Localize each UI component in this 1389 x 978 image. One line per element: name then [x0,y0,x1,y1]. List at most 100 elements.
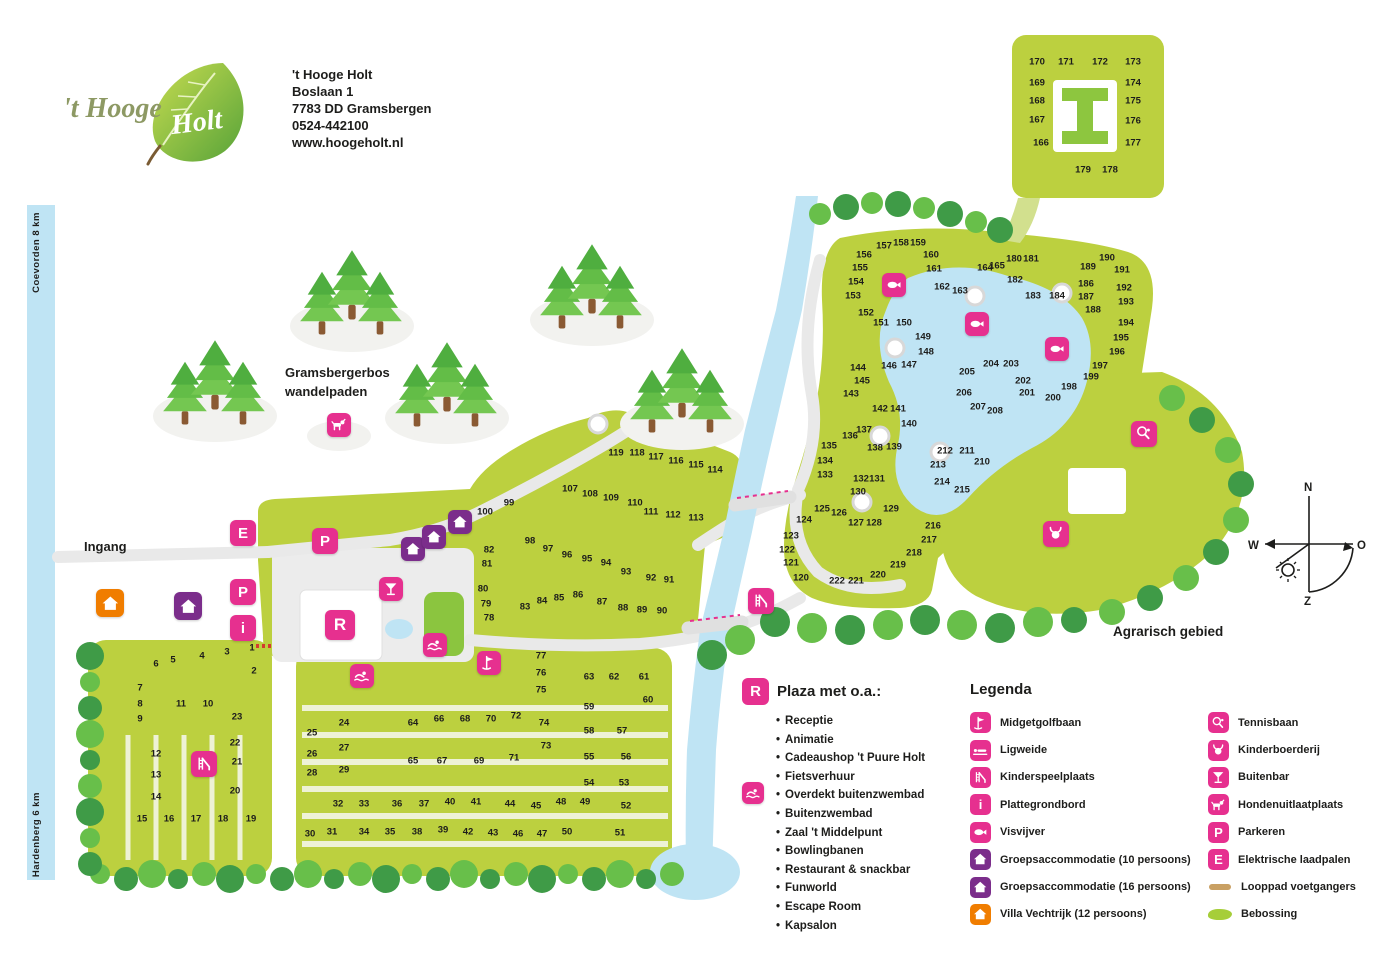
forest-label-line2: wandelpaden [285,384,368,399]
plot-number: 45 [530,800,542,812]
plot-number: 71 [508,752,520,764]
plot-number: 212 [937,445,953,457]
plot-number: 113 [688,512,704,524]
bullet: • [776,919,781,932]
plot-number: 66 [433,713,445,725]
plot-number: 54 [583,777,595,789]
group-accommodation-icon [174,592,202,620]
compass-rose [1265,496,1354,593]
bullet: • [776,715,781,727]
plot-number: 88 [617,602,629,614]
midgetgolf-icon [477,651,501,675]
plot-number: 220 [870,569,886,581]
villa-vechtrijk-icon [96,589,124,617]
ev-charging-icon: E [1208,849,1229,871]
plot-number: 60 [642,694,654,706]
plot-number: 175 [1125,95,1141,107]
plot-number: 94 [600,557,612,569]
plot-number: 73 [540,740,552,752]
plot-number: 189 [1080,261,1096,273]
plot-number: 10 [202,698,214,710]
plot-number: 62 [608,671,620,683]
plot-number: 18 [217,813,229,825]
plot-number: 150 [896,317,912,329]
map-board-icon: i [230,615,256,641]
forest-label: Gramsbergerbos wandelpaden [285,363,390,401]
legend-row: Groepsaccommodatie (10 persoons) [970,846,1205,873]
plot-number: 176 [1125,115,1141,127]
plaza-list: •Receptie•Animatie•Cadeaushop 't Puure H… [742,712,977,935]
address-line: 0524-442100 [292,118,369,133]
logo-leaf [146,63,244,166]
outdoor-bar-icon [379,577,403,601]
plot-number: 59 [583,701,595,713]
plaza-item-label: Restaurant & snackbar [785,863,911,876]
plot-number: 171 [1058,56,1074,68]
plaza-item-label: Animatie [785,733,834,746]
plot-number: 114 [707,464,723,476]
plot-number: 196 [1109,346,1125,358]
plot-number: 92 [645,572,657,584]
plot-number: 204 [983,358,999,370]
plot-number: 4 [199,650,205,662]
plot-number: 12 [150,748,162,760]
plaza-item: •Escape Room [776,898,977,917]
plot-number: 68 [459,713,471,725]
compass-o: O [1357,540,1366,552]
legend-label: Ligweide [1000,744,1048,757]
park-logo: 't Hooge Holt [55,55,270,170]
plot-number: 70 [485,713,497,725]
plot-number: 107 [562,483,578,495]
plot-number: 218 [906,547,922,559]
bullet: • [776,807,781,820]
plaza-panel: R Plaza met o.a.: •Receptie•Animatie•Cad… [742,678,977,935]
plot-number: 161 [926,263,942,275]
plot-number: 169 [1029,77,1045,89]
villa-vechtrijk-icon [970,903,991,925]
plot-number: 52 [620,800,632,812]
plot-number: 50 [561,826,573,838]
bullet: • [776,845,781,858]
plot-number: 216 [925,520,941,532]
indoor-pool-icon [742,782,764,804]
plot-number: 61 [638,671,650,683]
plot-number: 17 [190,813,202,825]
plot-number: 91 [663,574,675,586]
plot-number: 34 [358,826,370,838]
plaza-item: •Restaurant & snackbar [776,861,977,880]
group-accommodation-icon [401,537,425,561]
plot-number: 41 [470,796,482,808]
entrance-label: Ingang [84,539,127,554]
plot-number: 82 [483,544,495,556]
plot-number: 44 [504,798,516,810]
legend-row: Buitenbar [1208,764,1383,791]
plot-number: 5 [170,654,176,666]
plot-number: 100 [477,506,493,518]
plot-number: 16 [163,813,175,825]
bullet: • [776,733,781,746]
fish-pond-icon [1045,337,1069,361]
plot-number: 139 [886,441,902,453]
legend-label: Kinderboerderij [1238,744,1320,757]
plot-number: 130 [850,486,866,498]
plot-number: 115 [688,459,704,471]
plot-number: 108 [582,488,598,500]
plot-number: 136 [842,430,858,442]
plot-number: 119 [608,447,624,459]
plot-number: 86 [572,589,584,601]
playground-icon [191,751,217,777]
plot-number: 219 [890,559,906,571]
plot-number: 96 [561,549,573,561]
plot-number: 183 [1025,290,1041,302]
plot-number: 21 [231,756,243,768]
plot-number: 1 [249,642,255,654]
road-label-coevorden: Coevorden 8 km [31,212,42,293]
tennis-icon [1131,421,1157,447]
plot-number: 15 [136,813,148,825]
plot-number: 197 [1092,360,1108,372]
fish-pond-icon [882,273,906,297]
